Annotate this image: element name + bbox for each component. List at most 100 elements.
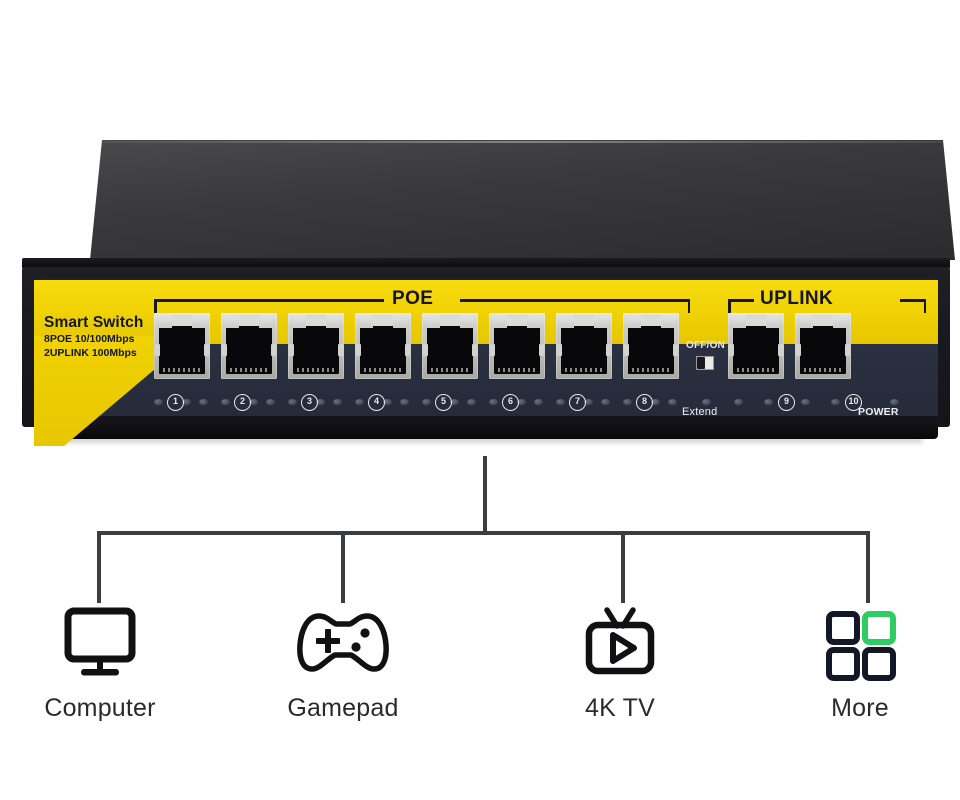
monitor-icon [0, 600, 200, 686]
port-gloss [159, 318, 205, 326]
port-nub-left [557, 344, 562, 356]
port-cavity [800, 318, 846, 374]
poe-bracket-left-tick [154, 299, 157, 313]
port-number-badge-6: 6 [502, 394, 519, 411]
led-indicator [584, 399, 593, 406]
port-nub-right [472, 344, 477, 356]
port-tab-notch [440, 315, 460, 326]
port-gloss [628, 318, 674, 326]
led-indicator [534, 399, 543, 406]
uplink-port-10[interactable] [795, 313, 851, 379]
led-indicator [422, 399, 431, 406]
poe-label: POE [392, 288, 434, 309]
led-indicator [221, 399, 230, 406]
poe-port-4[interactable] [355, 313, 411, 379]
led-indicator [400, 399, 409, 406]
port-gloss [293, 318, 339, 326]
poe-port-3[interactable] [288, 313, 344, 379]
brand-block: Smart Switch 8POE 10/100Mbps 2UPLINK 100… [44, 314, 194, 359]
port-cavity [159, 318, 205, 374]
port-pins [230, 368, 268, 372]
tree-stem [483, 456, 487, 534]
port-nub-right [539, 344, 544, 356]
brand-name: Smart Switch [44, 314, 144, 331]
port-nub-right [405, 344, 410, 356]
poe-port-row [154, 313, 694, 383]
port-nub-right [845, 344, 850, 356]
lid-highlight [102, 141, 942, 143]
device-label-more: More [831, 694, 889, 722]
port-pins [737, 368, 775, 372]
port-gloss [733, 318, 779, 326]
device-label-computer: Computer [44, 694, 156, 722]
chassis-shadow [46, 438, 922, 445]
port-nub-right [338, 344, 343, 356]
port-pins [431, 368, 469, 372]
port-cavity [628, 318, 674, 374]
poe-port-1[interactable] [154, 313, 210, 379]
poe-port-7[interactable] [556, 313, 612, 379]
port-nub-left [796, 344, 801, 356]
uplink-bracket-right-tick [923, 299, 926, 313]
uplink-port-9[interactable] [728, 313, 784, 379]
port-gloss [226, 318, 272, 326]
device-label-tv: 4K TV [584, 694, 656, 722]
extend-label: Extend [682, 406, 718, 418]
uplink-bracket: UPLINK [728, 288, 926, 313]
device-item-tv[interactable]: 4K TV [520, 600, 720, 723]
led-indicator [383, 399, 392, 406]
chassis-bottom-edge [34, 423, 938, 439]
led-indicator [556, 399, 565, 406]
poe-port-6[interactable] [489, 313, 545, 379]
port-gloss [360, 318, 406, 326]
port-gloss [561, 318, 607, 326]
port-number-badge-7: 7 [569, 394, 586, 411]
port-cavity [733, 318, 779, 374]
port-tab-notch [306, 315, 326, 326]
poe-port-5[interactable] [422, 313, 478, 379]
led-indicator [266, 399, 275, 406]
port-tab-notch [507, 315, 527, 326]
port-number-badge-5: 5 [435, 394, 452, 411]
port-tab-notch [641, 315, 661, 326]
port-pins [498, 368, 536, 372]
device-item-gamepad[interactable]: Gamepad [243, 600, 443, 723]
led-indicator-extend [702, 399, 711, 406]
led-indicator [601, 399, 610, 406]
port-nub-right [271, 344, 276, 356]
port-nub-left [490, 344, 495, 356]
led-indicator [517, 399, 526, 406]
uplink-bracket-right-bar [900, 299, 926, 302]
lid-front-lip [22, 258, 950, 269]
poe-port-2[interactable] [221, 313, 277, 379]
port-nub-right [778, 344, 783, 356]
port-cavity [561, 318, 607, 374]
port-nub-right [606, 344, 611, 356]
port-number-badge-10: 10 [845, 394, 862, 411]
led-indicator [355, 399, 364, 406]
port-tab-notch [239, 315, 259, 326]
poe-bracket-right-tick [687, 299, 690, 313]
led-indicator [316, 399, 325, 406]
dip-switch-knob[interactable] [697, 357, 705, 369]
port-number-badge-4: 4 [368, 394, 385, 411]
led-indicator [623, 399, 632, 406]
led-indicator [450, 399, 459, 406]
extend-dip-switch[interactable] [696, 356, 714, 370]
switch-top-lid [10, 140, 955, 270]
port-number-badge-1: 1 [167, 394, 184, 411]
power-label: POWER [858, 406, 899, 418]
port-pins [565, 368, 603, 372]
led-indicator [333, 399, 342, 406]
port-tab-notch [574, 315, 594, 326]
port-nub-left [356, 344, 361, 356]
port-nub-left [729, 344, 734, 356]
port-number-badge-8: 8 [636, 394, 653, 411]
dip-switch-label: OFF/ON [686, 340, 725, 351]
device-item-more[interactable]: More [760, 600, 960, 723]
led-indicator [734, 399, 743, 406]
poe-port-8[interactable] [623, 313, 679, 379]
device-item-computer[interactable]: Computer [0, 600, 200, 723]
port-tab-notch [172, 315, 192, 326]
